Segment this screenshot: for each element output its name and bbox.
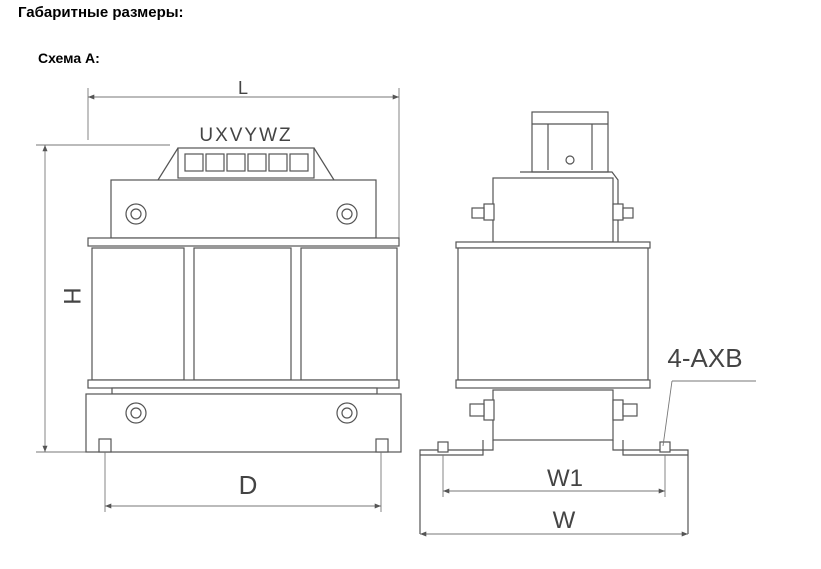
mounting-foot-left [419, 440, 494, 534]
height-label: H [58, 287, 85, 304]
side-base-clamp [492, 389, 614, 441]
length-dimension: L [87, 78, 400, 242]
w1-label: W1 [547, 465, 583, 492]
front-view: L H UXVYWZ [36, 78, 402, 512]
w-label: W [553, 507, 576, 534]
length-label: L [238, 78, 248, 98]
depth-dimension: D [104, 452, 382, 512]
height-dimension: H [36, 144, 170, 453]
w1-dimension: W1 [442, 455, 666, 497]
side-top-clamp [492, 177, 614, 243]
w-dimension: W [420, 507, 688, 537]
side-terminal [531, 111, 609, 173]
bolt-icon [125, 203, 147, 225]
bolt-icon [125, 402, 147, 424]
page-title: Габаритные размеры: [18, 4, 184, 21]
coil [193, 247, 292, 381]
coil [300, 247, 398, 381]
side-view: W1 W 4-AXB [419, 111, 756, 537]
terminal-labels: UXVYWZ [199, 125, 292, 146]
mount-holes-label: 4-AXB [667, 343, 742, 373]
coil [91, 247, 185, 381]
terminal-block: UXVYWZ [157, 125, 335, 181]
scheme-label: Схема А: [38, 50, 100, 66]
depth-label: D [239, 470, 258, 500]
top-clamp [110, 179, 377, 239]
side-coil [457, 247, 649, 381]
coils [91, 247, 398, 381]
mount-holes-callout: 4-AXB [662, 343, 756, 447]
bolt-icon [336, 203, 358, 225]
mounting-foot-right [612, 440, 689, 534]
bolt-icon [336, 402, 358, 424]
